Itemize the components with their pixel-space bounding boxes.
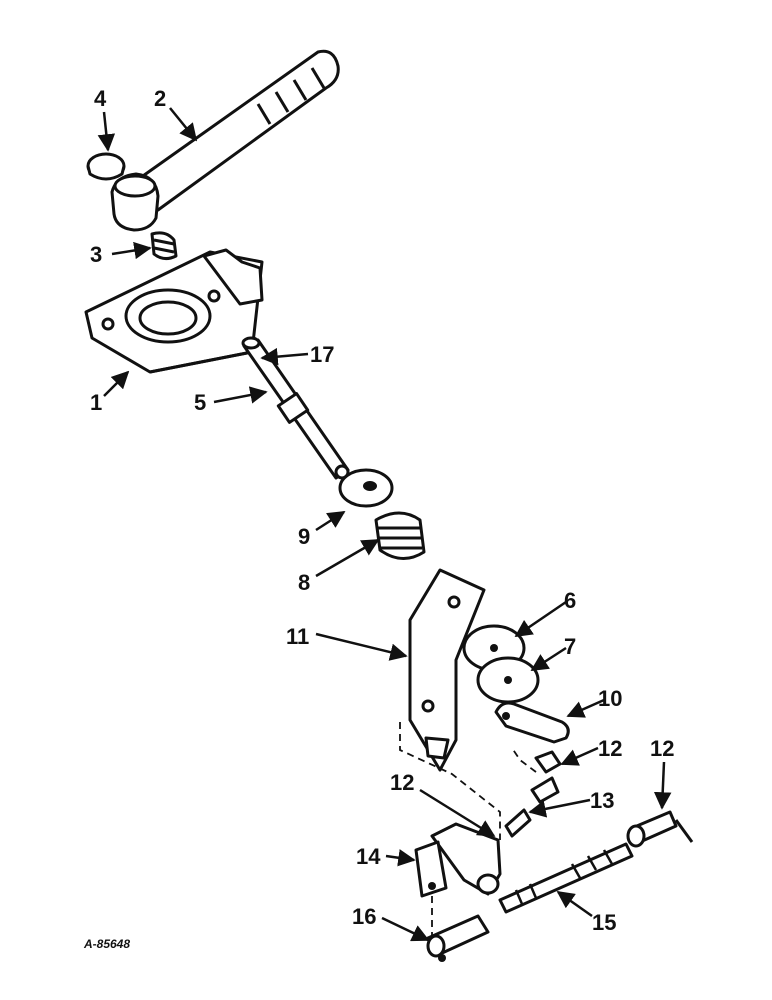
callout-7: 7 [564,634,576,659]
callout-11: 11 [286,624,309,649]
callout-6: 6 [564,588,576,613]
part-11-bracket [408,568,486,772]
callout-12-upper: 12 [598,736,622,761]
part-12-eyebolt [530,750,562,804]
callout-5: 5 [194,390,206,415]
part-8-spring [374,511,426,560]
figure-reference-code: A-85648 [83,937,130,951]
callout-10: 10 [598,686,622,711]
part-12-clevis [430,822,502,896]
callout-12-center: 12 [390,770,414,795]
callout-13: 13 [590,788,614,813]
part-5-shaft [241,336,350,480]
part-1-housing [84,248,264,374]
callout-16: 16 [352,904,376,929]
callout-3: 3 [90,242,102,267]
callout-4: 4 [94,86,107,111]
leader-lines [97,107,672,942]
callout-12-right: 12 [650,736,674,761]
alignment-lines [399,722,537,938]
part-15-threaded-rod [498,842,634,914]
lever-grip [256,67,326,125]
callout-labels: 4 2 3 1 5 17 9 8 11 6 7 10 12 12 12 13 1… [90,86,674,935]
callout-15: 15 [592,910,616,935]
callout-17: 17 [310,342,334,367]
part-4-cap [86,152,126,181]
callout-14: 14 [356,844,381,869]
part-3-spring [150,231,178,261]
part-13-spring [504,808,532,838]
callout-1: 1 [90,390,102,415]
callout-8: 8 [298,570,310,595]
part-16-yoke [426,914,490,962]
callout-2: 2 [154,86,166,111]
part-9-washer [338,468,394,508]
callout-9: 9 [298,524,310,549]
part-14-plate [414,840,448,898]
part-2-control-lever [110,49,340,232]
part-12-rod-end [626,810,694,848]
part-10-link-arm [494,701,570,744]
part-7-disc [476,656,540,704]
